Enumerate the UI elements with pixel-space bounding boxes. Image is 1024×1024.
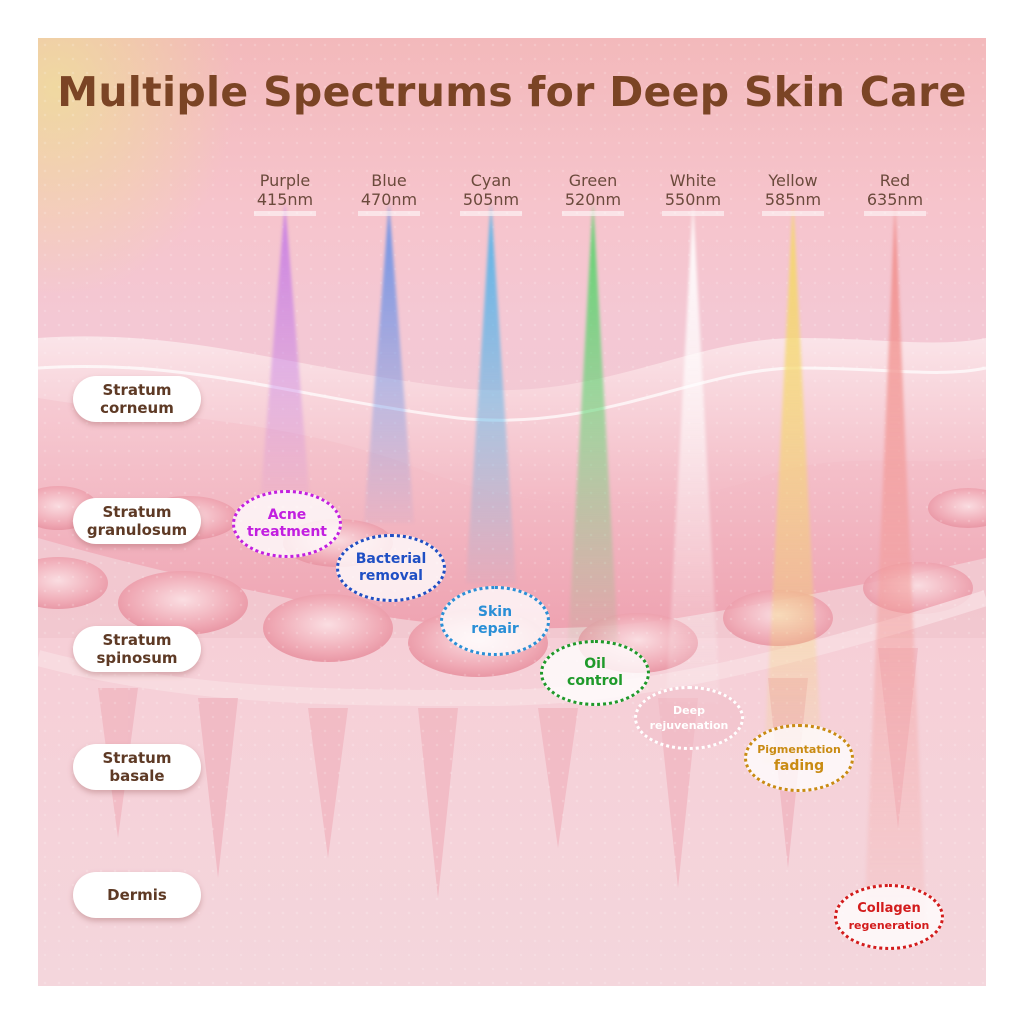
spectrum-wavelength: 505nm [462,190,520,209]
benefit-line2: repair [471,621,519,637]
spectrum-label-green: Green 520nm [543,171,643,216]
spectrum-name: Yellow [768,171,818,190]
cyan-beam [466,203,516,583]
benefit-line2: control [567,673,623,689]
spectrum-name: White [669,171,717,190]
purple-beam [260,203,310,503]
red-beam [864,203,926,923]
layer-label-dermis: Dermis [73,872,201,918]
layer-label-line1: Stratum [102,631,172,649]
infographic-canvas: Multiple Spectrums for Deep Skin Care Pu… [38,38,986,986]
layer-label-stratum-granulosum: Stratum granulosum [73,498,201,544]
layer-label-line2: basale [109,767,165,785]
spectrum-name: Cyan [470,171,512,190]
spectrum-label-white: White 550nm [643,171,743,216]
benefit-acne-treatment: Acne treatment [232,490,342,558]
benefit-line2: treatment [247,524,327,540]
label-underline [358,211,420,216]
spectrum-label-purple: Purple 415nm [235,171,335,216]
benefit-line2: removal [359,568,423,584]
spectrum-name: Green [568,171,618,190]
benefit-skin-repair: Skin repair [440,586,550,656]
benefit-collagen-regeneration: Collagen regeneration [834,884,944,950]
layer-label-stratum-basale: Stratum basale [73,744,201,790]
layer-label-line2: corneum [100,399,174,417]
layer-label-line1: Dermis [107,886,167,904]
spectrum-label-red: Red 635nm [845,171,945,216]
layer-label-stratum-spinosum: Stratum spinosum [73,626,201,672]
blue-beam [364,203,414,523]
benefit-oil-control: Oil control [540,640,650,706]
label-underline [762,211,824,216]
spectrum-wavelength: 550nm [664,190,722,209]
spectrum-wavelength: 585nm [764,190,822,209]
benefit-deep-rejuvenation: Deep rejuvenation [634,686,744,750]
benefit-line2: fading [773,758,825,774]
yellow-beam [764,203,822,763]
label-underline [562,211,624,216]
spectrum-label-blue: Blue 470nm [339,171,439,216]
layer-label-line1: Stratum [102,749,172,767]
spectrum-name: Red [879,171,911,190]
benefit-line1: Pigmentation [757,743,841,756]
benefit-line1: Oil [584,656,606,672]
green-beam [568,203,618,643]
spectrum-wavelength: 415nm [256,190,314,209]
benefit-bacterial-removal: Bacterial removal [336,534,446,602]
layer-label-line2: spinosum [96,649,178,667]
corner-glow [38,38,238,298]
benefit-line1: Deep [673,704,705,717]
label-underline [460,211,522,216]
spectrum-wavelength: 635nm [866,190,924,209]
benefit-line1: Acne [267,507,307,523]
layer-label-line1: Stratum [102,503,172,521]
spectrum-label-yellow: Yellow 585nm [743,171,843,216]
benefit-pigmentation-fading: Pigmentation fading [744,724,854,792]
page-title: Multiple Spectrums for Deep Skin Care [57,68,967,116]
benefit-line1: Collagen [857,901,921,916]
label-underline [662,211,724,216]
label-underline [254,211,316,216]
benefit-line1: Bacterial [355,551,427,567]
white-beam [666,203,720,703]
layer-label-line1: Stratum [102,381,172,399]
spectrum-name: Blue [371,171,407,190]
spectrum-label-cyan: Cyan 505nm [441,171,541,216]
layer-label-line2: granulosum [86,521,188,539]
benefit-line2: regeneration [848,919,930,932]
layer-label-stratum-corneum: Stratum corneum [73,376,201,422]
spectrum-wavelength: 520nm [564,190,622,209]
spectrum-name: Purple [259,171,311,190]
benefit-line2: rejuvenation [649,719,729,732]
spectrum-wavelength: 470nm [360,190,418,209]
label-underline [864,211,926,216]
benefit-line1: Skin [477,604,513,620]
